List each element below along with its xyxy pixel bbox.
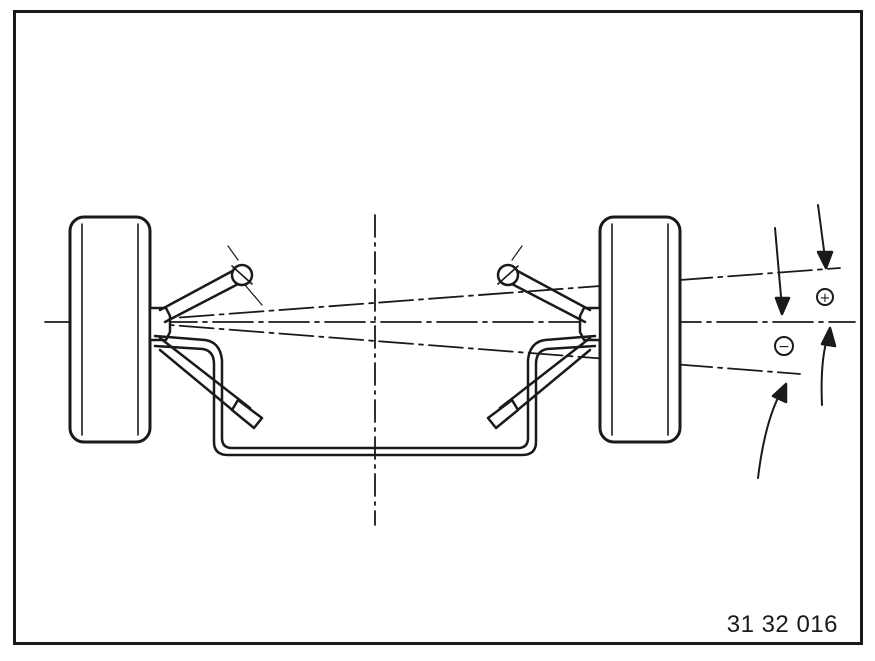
negative-symbol: −: [778, 339, 790, 355]
stabilizer-bar: [153, 334, 597, 457]
right-lower-control-arm: [486, 336, 592, 430]
positive-camber-arrows: [816, 204, 837, 406]
negative-angle-line: [79, 317, 801, 375]
circled-plus-icon: +: [816, 288, 834, 306]
right-wheel: [598, 215, 682, 444]
right-upper-control-arm: [496, 245, 592, 324]
left-upper-control-arm: [158, 245, 263, 324]
figure-number: 31 32 016: [726, 611, 838, 638]
positive-angle-line: [79, 267, 841, 326]
circled-minus-icon: −: [774, 336, 794, 356]
left-lower-control-arm: [158, 336, 264, 430]
positive-symbol: +: [820, 291, 831, 306]
negative-camber-arrows: [757, 227, 791, 479]
left-wheel: [68, 215, 152, 444]
